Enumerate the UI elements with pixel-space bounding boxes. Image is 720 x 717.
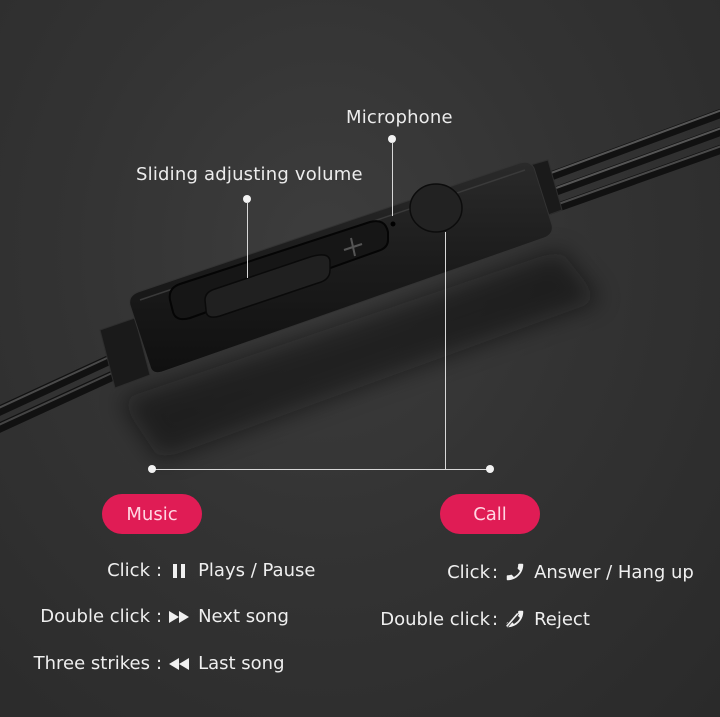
earphone-remote-illustration xyxy=(0,108,720,460)
music-row-action: Last song xyxy=(198,653,285,674)
music-row-three-strikes: Three strikes : Last song xyxy=(0,653,285,674)
divider-line xyxy=(152,469,490,470)
plus-icon xyxy=(343,237,363,257)
call-row-double-click: Double click : Reject xyxy=(360,608,590,630)
music-row-action: Next song xyxy=(198,606,289,627)
call-row-key: Click xyxy=(447,561,490,583)
volume-pointer-line xyxy=(247,202,248,278)
volume-slider-label: Sliding adjusting volume xyxy=(136,164,363,185)
divider-left-dot xyxy=(148,465,156,473)
music-row-key: Three strikes xyxy=(33,653,150,674)
fast-forward-icon xyxy=(168,610,190,623)
phone-icon xyxy=(504,561,526,583)
microphone-pointer-line xyxy=(392,142,393,216)
call-row-action: Reject xyxy=(534,608,590,630)
call-row-key: Double click xyxy=(380,608,490,630)
button-pointer-line xyxy=(445,232,446,469)
call-badge: Call xyxy=(440,494,540,534)
music-row-action: Plays / Pause xyxy=(198,560,316,581)
phone-reject-icon xyxy=(504,608,526,630)
music-row-click: Click : Plays / Pause xyxy=(0,560,315,581)
pause-icon xyxy=(168,563,190,579)
divider-right-dot xyxy=(486,465,494,473)
call-row-click: Click : Answer / Hang up xyxy=(360,561,694,583)
music-row-key: Click xyxy=(107,560,150,581)
volume-pointer-dot xyxy=(243,195,251,203)
microphone-label: Microphone xyxy=(346,107,453,128)
music-badge: Music xyxy=(102,494,202,534)
music-row-double-click: Double click : Next song xyxy=(0,606,289,627)
microphone-pointer-dot xyxy=(388,135,396,143)
music-row-key: Double click xyxy=(40,606,150,627)
rewind-icon xyxy=(168,657,190,670)
call-row-action: Answer / Hang up xyxy=(534,561,694,583)
